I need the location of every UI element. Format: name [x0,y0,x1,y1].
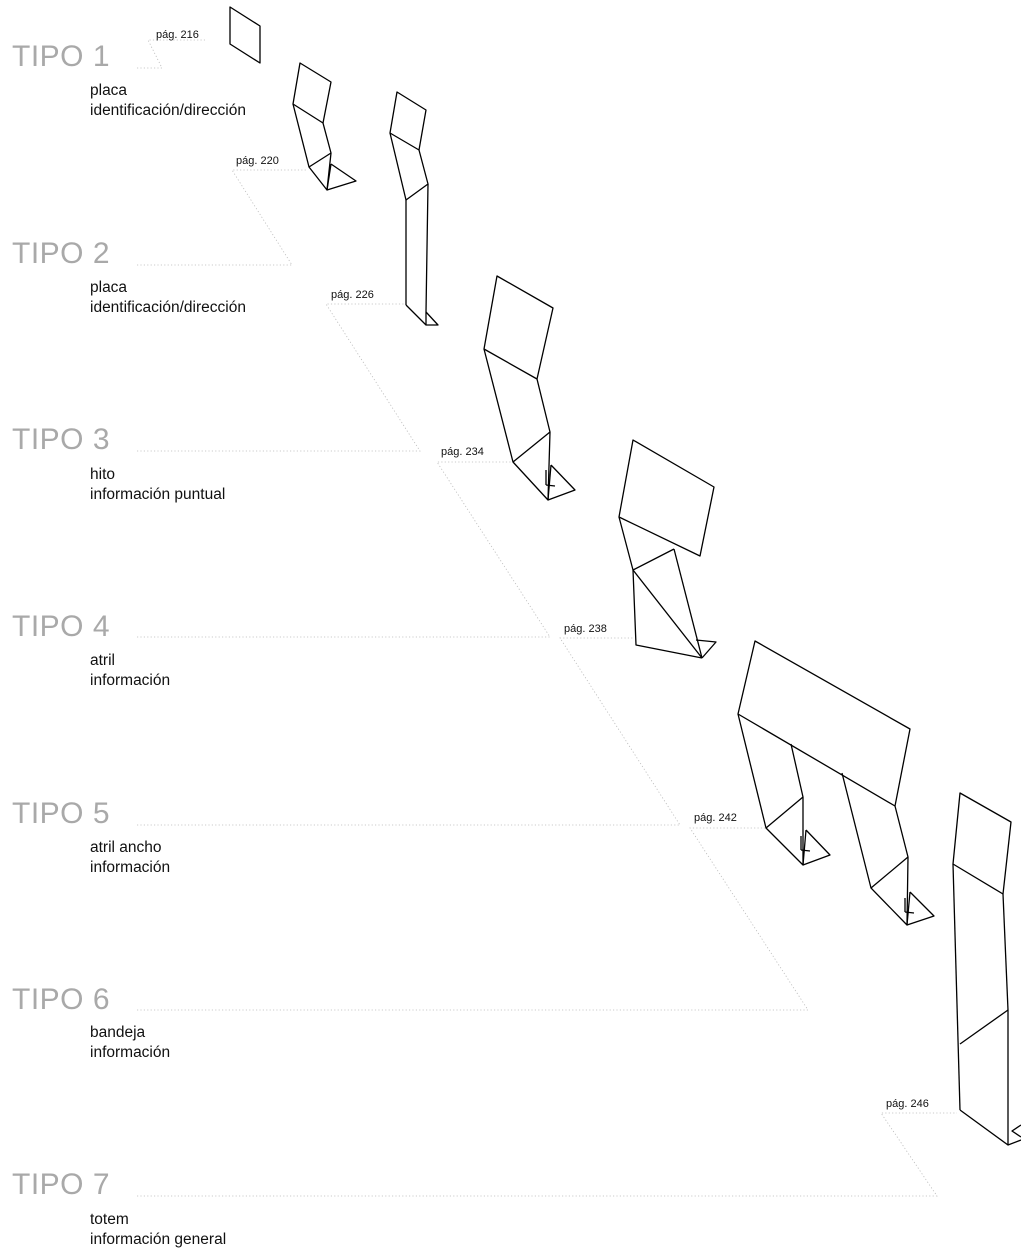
sign-tipo-4-lectern [483,275,576,501]
tipo-2-description: placa identificación/dirección [90,278,246,318]
sign-tipo-1-plate [229,6,261,64]
leader-line-tipo-4 [137,461,551,638]
tipo-1-line-2: identificación/dirección [90,102,246,119]
leader-line-tipo-6 [137,827,809,1011]
tipo-5-page-ref: pág. 238 [564,623,607,635]
leader-line-tipo-2 [137,169,307,266]
tipo-3-page-ref: pág. 226 [331,289,374,301]
tipo-6-line-1: bandeja [90,1024,146,1041]
tipo-1-title: TIPO 1 [12,40,111,73]
tipo-5-line-1: atril ancho [90,839,162,856]
tipo-7-page-ref: pág. 246 [886,1098,929,1110]
tipo-1-page-ref: pág. 216 [156,29,199,41]
sign-tipo-5-lectern [618,439,717,659]
leader-line-tipo-3 [137,303,421,452]
leader-lines [137,39,957,1197]
sign-drawings [229,6,1021,1146]
tipo-2-title: TIPO 2 [12,237,111,270]
tipo-4-line-2: información [90,672,171,689]
tipo-7-description: totem información general [90,1210,226,1250]
tipo-4-description: atril información [90,651,170,691]
tipo-4-page-ref: pág. 234 [441,446,484,458]
tipo-4-title: TIPO 4 [12,610,111,643]
tipo-6-description: bandeja información [90,1023,170,1063]
leader-line-tipo-7 [137,1112,957,1197]
tipo-1-description: placa identificación/dirección [90,81,246,121]
leader-line-tipo-5 [137,637,681,826]
tipo-3-line-1: hito [90,466,115,483]
tipo-6-line-2: información [90,1044,171,1061]
tipo-5-title: TIPO 5 [12,797,111,830]
sign-tipo-7-totem [952,792,1021,1146]
tipo-3-title: TIPO 3 [12,423,111,456]
sign-tipo-6-wide-lectern [737,640,935,926]
tipo-6-page-ref: pág. 242 [694,812,737,824]
tipo-6-title: TIPO 6 [12,983,111,1016]
leader-line-tipo-1 [137,39,205,69]
tipo-7-line-1: totem [90,1211,129,1228]
tipo-2-line-1: placa [90,279,128,296]
sign-tipo-3-post [389,91,439,326]
tipo-3-line-2: información puntual [90,486,226,503]
tipo-5-description: atril ancho información [90,838,170,878]
tipo-4-line-1: atril [90,652,115,669]
tipo-2-page-ref: pág. 220 [236,155,279,167]
tipo-3-description: hito información puntual [90,465,225,505]
tipo-1-line-1: placa [90,82,128,99]
tipo-7-title: TIPO 7 [12,1168,111,1201]
sign-tipo-2-stand [292,62,357,191]
tipo-2-line-2: identificación/dirección [90,299,246,316]
tipo-5-line-2: información [90,859,171,876]
tipo-7-line-2: información general [90,1231,227,1248]
